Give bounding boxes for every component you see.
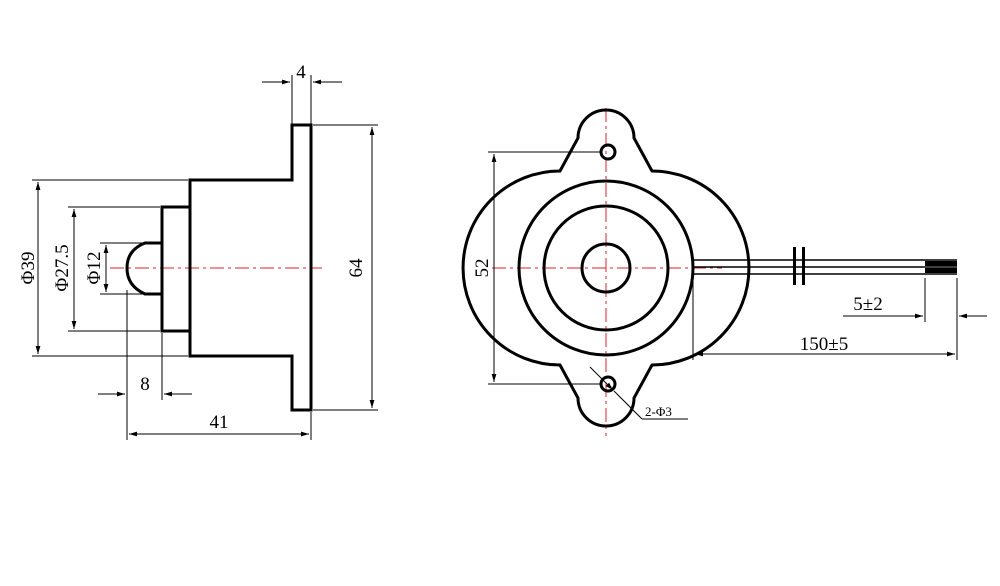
dim-overall-length: 41	[129, 412, 312, 440]
wire-break-mark-right	[802, 247, 805, 285]
middle-body-circle	[542, 204, 670, 332]
lead-wires	[693, 247, 957, 285]
dome-outline	[125, 241, 162, 296]
dim-wire-length: 150±5	[692, 278, 958, 360]
dim-diameter-middle: Φ27.5	[52, 206, 160, 332]
dim-flange-height-label: 64	[346, 258, 367, 278]
dim-mount-holes-label: 2-Φ3	[645, 404, 672, 419]
dim-dome-length-label: 8	[140, 374, 150, 395]
dim-wire-strip: 5±2	[843, 278, 987, 322]
dim-wire-strip-label: 5±2	[853, 294, 882, 315]
dim-flange-thickness-label: 4	[296, 62, 306, 83]
front-view: 52 2-Φ3 150±5 5±2	[461, 108, 987, 436]
dim-flange-thickness: 4	[262, 62, 342, 125]
dim-diameter-inner-label: Φ12	[84, 252, 105, 285]
dim-flange-height: 64	[313, 124, 378, 411]
mounting-hole-top	[599, 143, 617, 161]
dim-diameter-inner: Φ12	[84, 242, 143, 295]
outer-body-circle	[517, 179, 695, 357]
dim-diameter-outer-label: Φ39	[18, 252, 39, 285]
dim-mount-hole-spacing: 52	[472, 151, 600, 385]
dim-diameter-middle-label: Φ27.5	[52, 244, 73, 291]
wire-break-mark-left	[793, 247, 796, 285]
dim-dome-length: 8	[98, 290, 192, 440]
mounting-flange-outline	[461, 108, 751, 428]
middle-cylinder-outline	[160, 205, 192, 333]
dim-wire-length-label: 150±5	[800, 334, 848, 355]
dim-overall-length-label: 41	[210, 412, 229, 433]
dim-mount-hole-spacing-label: 52	[472, 259, 493, 278]
dim-mount-holes: 2-Φ3	[589, 366, 688, 420]
flange-outline	[188, 123, 313, 412]
mounting-hole-bottom	[599, 375, 617, 393]
side-view: 4 64 Φ39 Φ27.5 Φ12	[18, 62, 378, 440]
sound-port-circle	[580, 242, 632, 294]
